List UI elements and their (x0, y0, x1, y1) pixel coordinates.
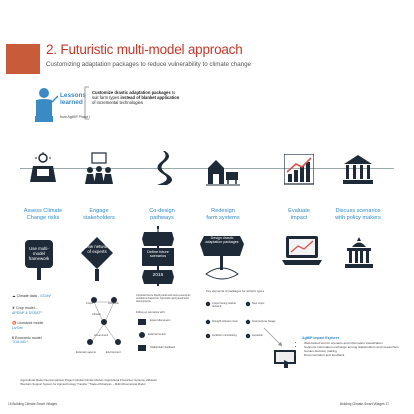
adaptation-package-sign-icon (200, 236, 244, 280)
presenter-icon (35, 88, 58, 122)
network-sign-icon (81, 237, 113, 281)
lessons-label-line1: Lessons (60, 92, 86, 99)
multi-model-sign-icon (25, 240, 53, 280)
title-number: 2. (46, 42, 57, 57)
stages-connector-line (20, 168, 394, 169)
explorer-bullets: Web-based tool for scenario and informat… (298, 341, 404, 358)
farm-item-dual-forage: Dual purpose forage (252, 320, 276, 323)
explorer-bullet: Supports information exchange among stak… (304, 345, 404, 350)
explorer-bullet: Web-based tool for scenario and informat… (304, 341, 404, 346)
farm-item-microdosing: Fertilizer microdosing (212, 334, 237, 337)
stakeholder-climate: Climate (92, 313, 101, 316)
lessons-bold-1: Customize drastic adaptation packages (92, 90, 171, 95)
parliament-icon (345, 237, 373, 268)
pathway-external-review: External review (148, 333, 166, 336)
lessons-label-line2: learned (60, 99, 83, 107)
touchscreen-hand-icon (274, 350, 296, 368)
section-badge (6, 44, 40, 74)
explorer-arrow-icon (263, 327, 283, 347)
cloud-icon: ☁ (12, 294, 16, 298)
stakeholder-environment: Environment (106, 351, 121, 354)
pathway-icons (138, 319, 146, 351)
farm-icon (206, 160, 240, 186)
page-subtitle: Customizing adaptation packages to reduc… (46, 61, 251, 68)
winding-road-icon (157, 151, 172, 185)
sign-new-network: New network of experts (84, 244, 110, 254)
lessons-mid: to suit farm types (92, 90, 176, 101)
footnote-line1: ¹Agricultural Model Intercomparison Proj… (20, 378, 158, 382)
money-icon: $ (12, 336, 14, 341)
year-2050: 2050 (152, 229, 164, 234)
stakeholders-network (87, 297, 121, 345)
pathways-intro: Contrast future biophysical and socio-ec… (136, 294, 191, 304)
stakeholder-livestock: Livestock (108, 302, 119, 305)
title-text: Futuristic multi-model approach (60, 42, 243, 57)
explorer-title: AgMIP Impact Explorer (302, 336, 340, 340)
stakeholder-government: Government (94, 334, 109, 337)
explorer-bullet: Documentation and feedback (304, 353, 404, 358)
model-economic: $ Economic model TOA-MD⁴ (12, 336, 42, 345)
farm-item-livestock: Livestock (252, 334, 263, 337)
sign-use-multimodel: Use multi-model framework (28, 246, 50, 261)
cow-icon: ♉ (12, 321, 17, 326)
model-livestock: ♉ Livestock model LivSim (12, 321, 44, 330)
bracket-divider (84, 86, 89, 120)
footnotes: ¹Agricultural Model Intercomparison Proj… (20, 378, 240, 386)
farm-item-market-crops: Crops having market demand (212, 302, 236, 309)
model-climate: ☁ Climate data - GCMs¹ (12, 294, 52, 298)
sign-design-drastic: Design drastic adaptation packages (205, 236, 239, 245)
stakeholder-crops: Crops (86, 302, 93, 305)
lessons-learned-label: Lessons learned (60, 92, 86, 106)
laptop-icon (282, 236, 322, 265)
pathway-stakeholder-feedback: Stakeholder feedback (150, 346, 176, 349)
farm-element-icons (205, 301, 251, 339)
stakeholder-extension: Extension agents (76, 351, 96, 354)
group-presentation-icon (85, 152, 113, 184)
tractor-dashboard-icon (30, 152, 56, 182)
lessons-source: from AgMIP Phase I (60, 115, 91, 119)
crop-icon: ❦ (12, 306, 16, 311)
models-list: ☁ Climate data - GCMs¹ ❦ Crop model - AP… (12, 294, 72, 345)
farm-item-new-crops: New crops (252, 302, 265, 305)
explorer-bullet: Guides decision making (304, 349, 404, 354)
lessons-description: Customize drastic adaptation packages to… (92, 90, 182, 106)
page-title: 2. Futuristic multi-model approach (46, 42, 243, 57)
model-crop: ❦ Crop model - APSIM² & DSSAT³ (12, 306, 42, 315)
lessons-bold-2: instead of blanket application (120, 95, 180, 101)
scenarios-sign-icon (142, 226, 174, 286)
growth-chart-icon (284, 154, 314, 185)
farm-item-drought-crops: Drought-tolerant crops (212, 320, 238, 323)
footer-right: Building Climate-Smart Villages 17 (340, 402, 390, 406)
footer-left: 16 Building Climate-Smart Villages (8, 402, 58, 406)
footnote-line2: ³Decision Support System for Agrotechnol… (20, 381, 146, 386)
lessons-end: of incremental technologies (92, 100, 143, 106)
farm-key-elements: Key elements of packages for all farm ty… (206, 289, 265, 293)
government-building-icon (343, 155, 373, 184)
pathways-follow: Follow-up scenarios with: (136, 311, 166, 314)
year-2015: 2015 (152, 273, 164, 278)
pathway-expert-discussion: Expert discussion (150, 319, 171, 322)
sign-define-future: Define future scenarios (147, 250, 169, 259)
